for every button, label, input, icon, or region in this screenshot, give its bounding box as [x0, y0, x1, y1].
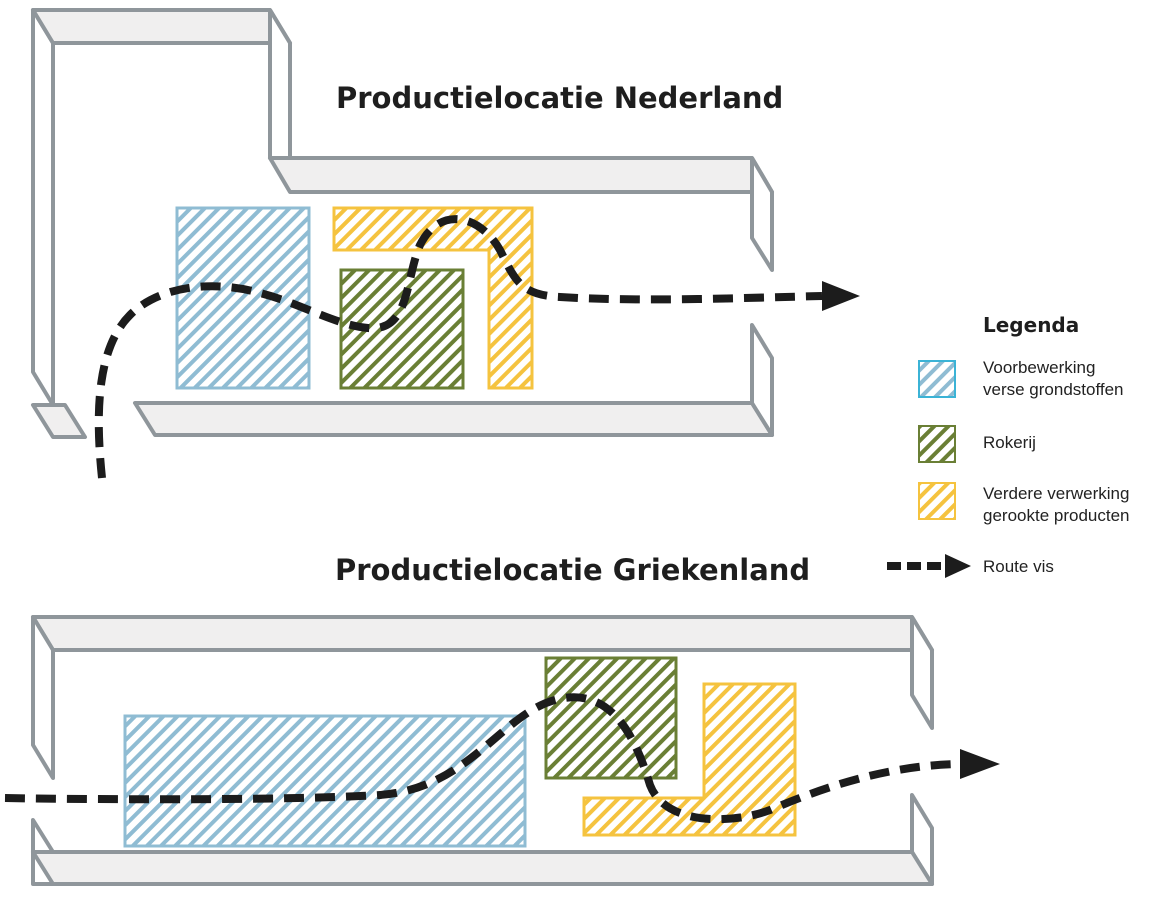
legend-item-verdere-verwerking: Verdere verwerking gerookte producten	[918, 482, 1130, 525]
wall-left-upper-gr	[31, 615, 55, 780]
arrowhead-icon	[945, 554, 971, 578]
legend-item-rokerij: Rokerij	[918, 425, 1036, 463]
wall-inner-vertical	[268, 8, 292, 160]
zones-griekenland	[123, 656, 797, 848]
wall-right-lower	[750, 323, 774, 437]
zone-verdere-verwerking-gr	[582, 682, 797, 837]
site-griekenland: Productielocatie Griekenland	[4, 553, 1000, 886]
wall-left-foot	[31, 403, 87, 439]
wall-bottom-gr	[31, 850, 934, 886]
legend-label-line: Route vis	[983, 557, 1054, 576]
route-line-nl	[94, 215, 823, 479]
legend-item-route-vis: Route vis	[887, 554, 1054, 578]
wall-bottom	[133, 401, 774, 437]
building-walls-nederland	[31, 8, 774, 439]
site-title-griekenland: Productielocatie Griekenland	[335, 553, 810, 587]
wall-top-right	[268, 156, 774, 194]
wall-left-side	[31, 8, 55, 407]
zones-nederland	[175, 206, 534, 390]
route-vis-nederland	[94, 215, 860, 479]
wall-top-gr	[31, 615, 934, 652]
zone-verdere-verwerking-nl	[332, 206, 534, 390]
hatched-blue-square-icon	[918, 360, 956, 398]
legend-label-line: Rokerij	[983, 433, 1036, 452]
legend-title: Legenda	[983, 313, 1079, 337]
site-nederland: Productielocatie Nederland	[31, 8, 860, 479]
arrowhead-icon	[822, 281, 860, 311]
wall-top-left	[31, 8, 292, 45]
route-line-gr	[4, 693, 961, 824]
wall-right-upper-gr	[910, 615, 934, 730]
zone-voorbewerking-nl	[175, 206, 311, 390]
route-vis-griekenland	[4, 693, 1000, 824]
hatched-green-square-icon	[918, 425, 956, 463]
site-title-nederland: Productielocatie Nederland	[336, 81, 783, 115]
zone-voorbewerking-gr	[123, 714, 527, 848]
wall-right-upper	[750, 156, 774, 272]
zone-rokerij-gr	[544, 656, 678, 780]
arrowhead-icon	[960, 749, 1000, 779]
legend-item-voorbewerking: Voorbewerking verse grondstoffen	[918, 358, 1124, 399]
building-walls-griekenland	[31, 615, 934, 886]
legend: Legenda Voorbewerking verse grondstoffen…	[887, 313, 1130, 578]
legend-label-line: verse grondstoffen	[983, 380, 1124, 399]
legend-label-line: Voorbewerking	[983, 358, 1095, 377]
hatched-yellow-square-icon	[918, 482, 956, 520]
legend-label-line: gerookte producten	[983, 506, 1130, 525]
legend-label-line: Verdere verwerking	[983, 484, 1129, 503]
